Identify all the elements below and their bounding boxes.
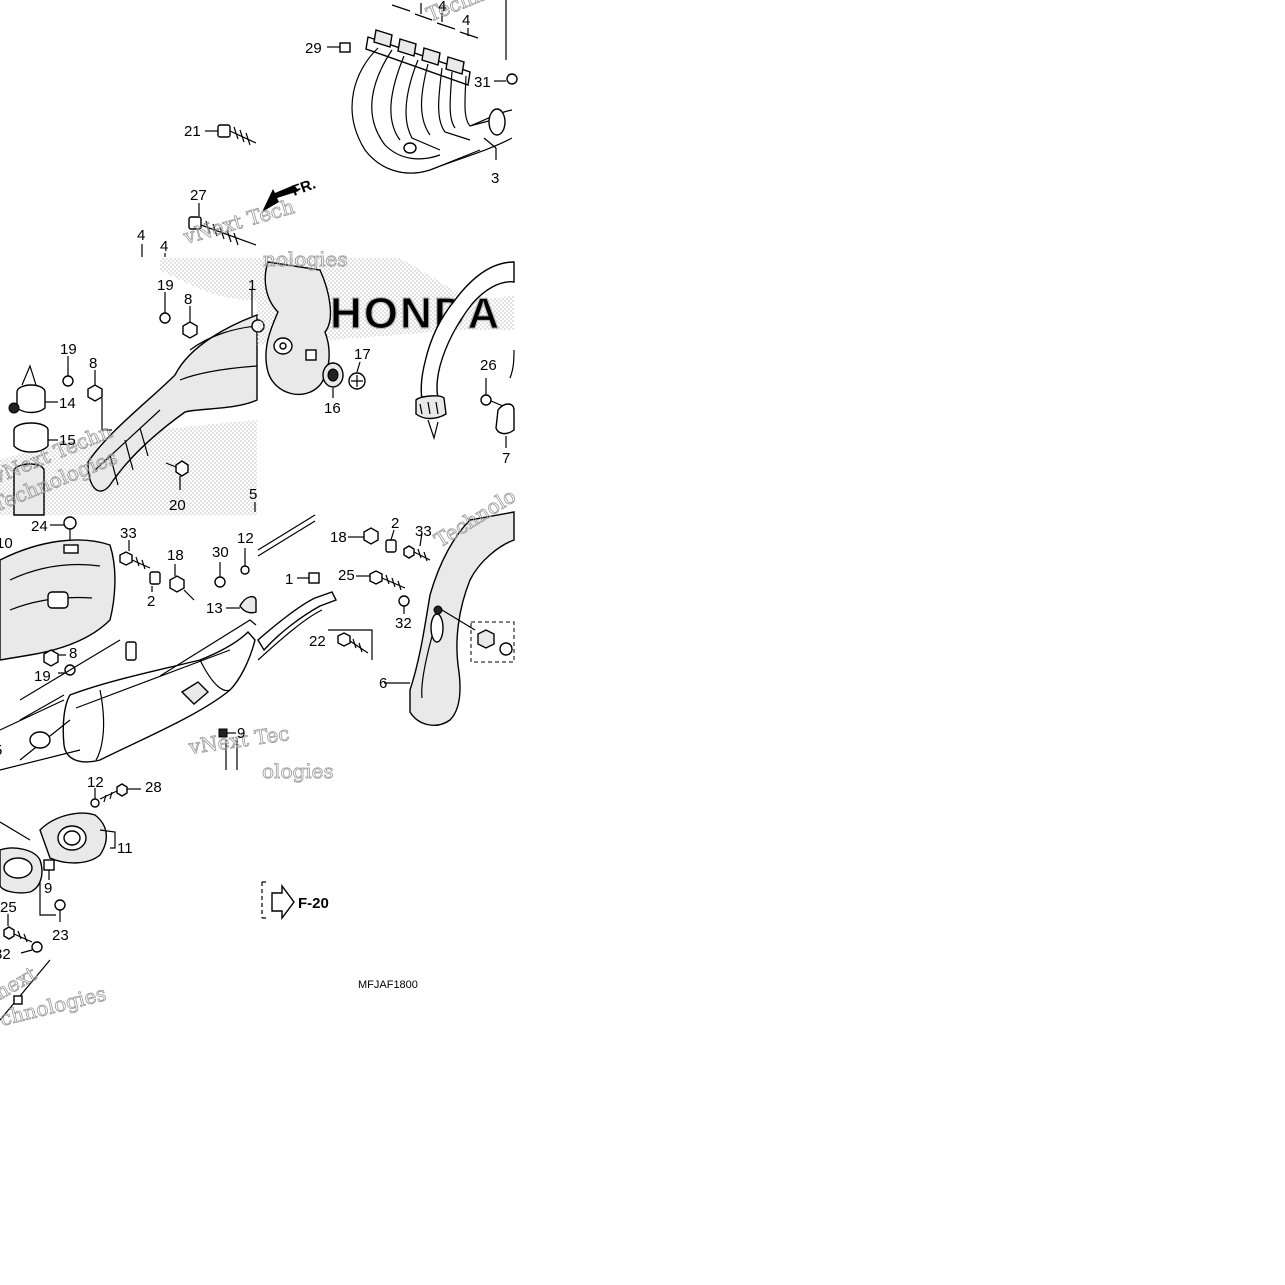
tile-middle-left (0, 258, 265, 516)
callout: 4 (160, 238, 168, 255)
callout: 30 (212, 544, 229, 561)
callout: 26 (480, 357, 497, 374)
callout: 8 (69, 645, 77, 662)
bolt-21 (205, 124, 257, 146)
callout: 19 (60, 341, 77, 358)
callout: 33 (120, 525, 137, 542)
tile-middle-middle: HONDA (257, 258, 515, 448)
callout: 19 (34, 668, 51, 685)
callout: 4 (462, 12, 470, 29)
rubber-mount (322, 361, 366, 398)
front-label: FR. (290, 176, 319, 200)
callout: 25 (0, 899, 17, 916)
callout: 19 (157, 277, 174, 294)
tile-top-left (141, 124, 299, 257)
callout: 12 (87, 774, 104, 791)
callout: 24 (31, 518, 48, 535)
callout: 16 (324, 400, 341, 417)
header-ports (373, 29, 465, 75)
callout: 2 (391, 515, 399, 532)
callout: 5 (0, 742, 2, 759)
callout: 12 (237, 530, 254, 547)
callout: 33 (415, 523, 432, 540)
callout: 1 (285, 571, 293, 588)
callout: 21 (184, 123, 201, 140)
callout: 4 (137, 227, 145, 244)
callout: 17 (354, 346, 371, 363)
callout: 7 (502, 450, 510, 467)
callout: 28 (145, 779, 162, 796)
callout-labels: 4 4 29 31 21 3 27 FR. 4 4 19 1 8 19 17 8… (0, 0, 510, 991)
watermark-layer: Techni vNext Tech vNext Techn nologies T… (0, 0, 520, 1031)
muffler-body (0, 548, 257, 771)
callout: 22 (309, 633, 326, 650)
callout: 15 (59, 432, 76, 449)
callout: 4 (438, 0, 446, 15)
callout: 11 (117, 840, 133, 857)
callout: 31 (474, 74, 491, 91)
tile-bottom-left (0, 783, 141, 1021)
callout: 29 (305, 40, 322, 57)
figure-code: MFJAF1800 (358, 979, 418, 991)
front-direction-arrow (262, 185, 299, 212)
callout: 8 (89, 355, 97, 372)
svg-text:ologies: ologies (262, 759, 334, 783)
callout: 8 (184, 291, 192, 308)
svg-text:nologies: nologies (263, 247, 348, 271)
callout: 18 (167, 547, 184, 564)
svg-text:Techni: Techni (423, 0, 494, 27)
tile-center-middle (254, 502, 515, 726)
callout: 18 (330, 529, 347, 546)
callout: 2 (147, 593, 155, 610)
callout: 14 (59, 395, 76, 412)
callout: 13 (206, 600, 223, 617)
callout: 27 (190, 187, 207, 204)
callout: 25 (338, 567, 355, 584)
callout: 9 (44, 880, 52, 897)
callout: 6 (379, 675, 387, 692)
reference-label: F-20 (298, 895, 329, 912)
callout: 20 (169, 497, 186, 514)
callout: 10 (0, 535, 13, 552)
callout: 1 (248, 277, 256, 294)
reference-arrow (261, 881, 295, 921)
tile-top-middle (327, 0, 518, 174)
callout: 9 (237, 725, 245, 742)
callout: 32 (395, 615, 412, 632)
tile-center-left (0, 516, 195, 676)
callout: 23 (52, 927, 69, 944)
callout: 5 (249, 486, 257, 503)
callout: 3 (491, 170, 499, 187)
callout: 32 (0, 946, 11, 963)
bolt-27 (188, 203, 257, 246)
